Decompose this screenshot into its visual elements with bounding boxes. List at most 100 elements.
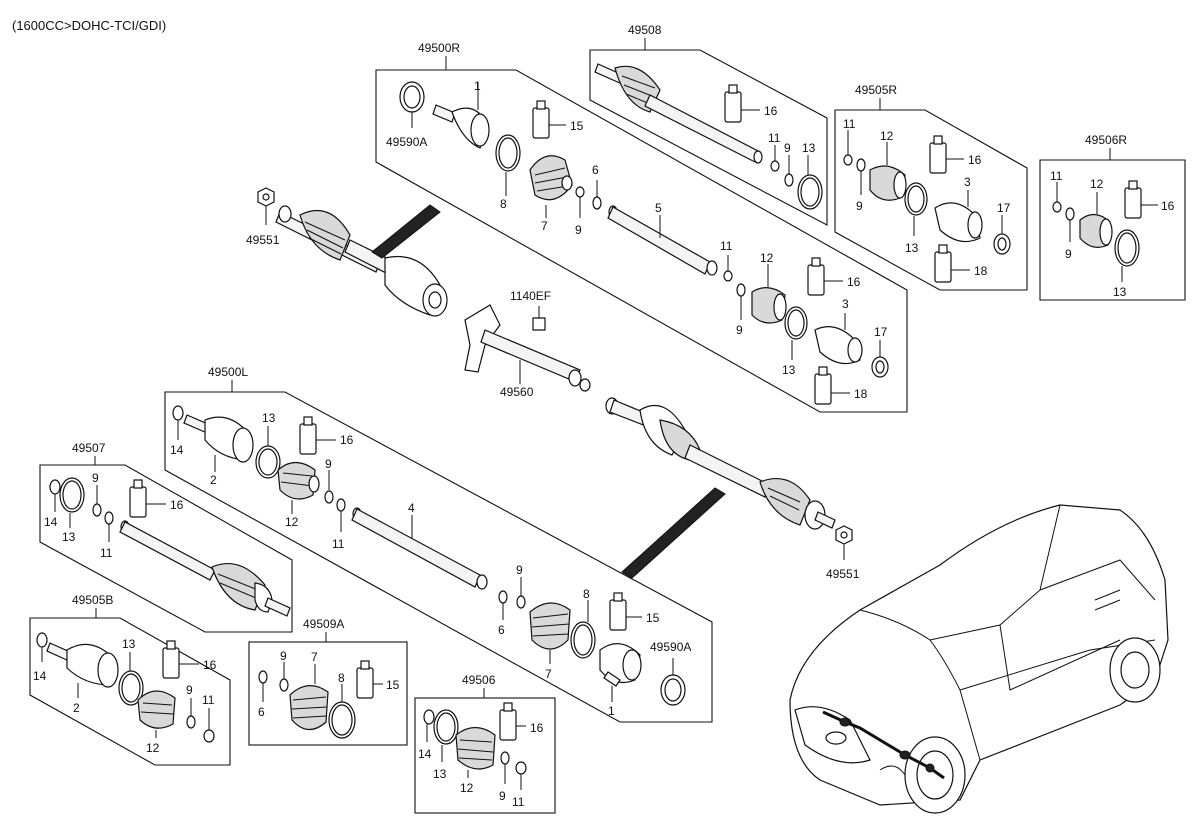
svg-text:4: 4 <box>408 501 415 515</box>
svg-text:15: 15 <box>646 611 660 625</box>
band-16-49506: 16 <box>499 702 544 741</box>
svg-text:13: 13 <box>782 363 796 377</box>
svg-text:12: 12 <box>285 515 299 529</box>
clamp-13-49506: 13 <box>433 709 459 781</box>
svg-text:13: 13 <box>1113 285 1127 299</box>
frame-49505R <box>834 109 1028 291</box>
engine-note: (1600CC>DOHC-TCI/GDI) <box>12 18 166 33</box>
svg-text:49509A: 49509A <box>303 617 344 631</box>
svg-text:49506: 49506 <box>462 673 496 687</box>
housing-3-49505R: 3 <box>934 175 983 243</box>
band-16-49508: 16 <box>724 84 778 123</box>
ring-9-upper-a: 9 <box>575 186 585 237</box>
clamp-8-upper: 8 <box>495 134 521 211</box>
drive-shaft-lower <box>605 397 836 530</box>
svg-text:6: 6 <box>258 705 265 719</box>
clamp-13-upper: 13 <box>782 306 808 377</box>
band-16-49500L: 16 <box>299 416 354 455</box>
boot-12-49506: 12 <box>455 726 496 795</box>
svg-text:11: 11 <box>202 693 215 707</box>
frame-49505B <box>29 617 231 766</box>
svg-text:16: 16 <box>340 433 354 447</box>
header-49505R: 49505R <box>855 83 897 110</box>
clamp-13-49506R: 13 <box>1113 229 1140 299</box>
frame-49500L <box>164 391 713 723</box>
bolt-1140EF: 1140EF <box>510 289 551 331</box>
svg-text:8: 8 <box>583 587 590 601</box>
vehicle-illustration <box>789 504 1169 814</box>
svg-text:9: 9 <box>186 683 193 697</box>
ring-9-49508: 9 <box>784 141 794 187</box>
header-49500L: 49500L <box>208 365 248 392</box>
svg-text:14: 14 <box>33 669 47 683</box>
housing-3-upper: 3 <box>814 297 863 365</box>
clamp-13-49505R: 13 <box>904 182 928 255</box>
svg-text:16: 16 <box>530 721 544 735</box>
band-16-49505B: 16 <box>162 640 217 679</box>
band-16-49505R: 16 <box>929 135 982 174</box>
seal-17-upper: 17 <box>871 325 889 378</box>
shaft-5: 5 <box>607 201 718 276</box>
svg-text:15: 15 <box>570 119 584 133</box>
svg-text:11: 11 <box>720 239 733 253</box>
svg-text:17: 17 <box>874 325 888 339</box>
drive-shaft-upper <box>275 205 448 317</box>
svg-text:12: 12 <box>880 129 894 143</box>
ring-49590A-upper: 49590A <box>386 81 427 149</box>
cv-joint-1-upper: 1 <box>432 79 490 149</box>
header-49507: 49507 <box>72 441 106 465</box>
ring-9-49500L-a: 9 <box>324 457 334 504</box>
svg-text:9: 9 <box>856 199 863 213</box>
bracket-49560: 49560 <box>464 304 591 399</box>
ring-11-49506R: 11 <box>1050 169 1063 213</box>
svg-text:9: 9 <box>92 471 99 485</box>
svg-text:16: 16 <box>968 153 982 167</box>
ring-6-upper: 6 <box>592 163 602 210</box>
cv-joint-1-49500L: 1 <box>599 643 642 718</box>
band-16-upper: 16 <box>807 257 861 296</box>
svg-text:3: 3 <box>964 175 971 189</box>
svg-text:9: 9 <box>280 649 287 663</box>
svg-text:17: 17 <box>997 201 1011 215</box>
svg-text:49505B: 49505B <box>72 593 113 607</box>
shaft-49508 <box>594 63 763 164</box>
svg-text:7: 7 <box>541 219 548 233</box>
frame-49509A <box>248 641 408 746</box>
svg-text:2: 2 <box>73 701 80 715</box>
svg-text:9: 9 <box>325 457 332 471</box>
ring-14-49506: 14 <box>418 709 435 761</box>
svg-text:9: 9 <box>499 789 506 803</box>
frame-49508 <box>589 49 828 226</box>
frame-49507 <box>39 464 293 633</box>
boot-7-49509A: 7 <box>289 650 329 731</box>
svg-text:49505R: 49505R <box>855 83 897 97</box>
svg-text:3: 3 <box>842 297 849 311</box>
svg-text:49500L: 49500L <box>208 365 248 379</box>
svg-text:49590A: 49590A <box>650 640 691 654</box>
band-16-49507: 16 <box>129 479 184 518</box>
ring-11-49507: 11 <box>100 511 114 560</box>
seal-17-49505R: 17 <box>993 201 1011 255</box>
svg-text:11: 11 <box>843 117 856 131</box>
svg-text:18: 18 <box>854 387 868 401</box>
band-15-49500L: 15 <box>609 592 660 631</box>
svg-text:6: 6 <box>592 163 599 177</box>
svg-text:2: 2 <box>210 473 217 487</box>
svg-text:1140EF: 1140EF <box>510 289 551 303</box>
clamp-8-49509A: 8 <box>328 671 356 739</box>
ring-9-49509A: 9 <box>279 649 289 692</box>
svg-text:9: 9 <box>516 563 523 577</box>
svg-text:18: 18 <box>974 264 988 278</box>
svg-text:12: 12 <box>460 781 474 795</box>
ring-9-49506: 9 <box>499 751 510 803</box>
header-49506R: 49506R <box>1085 133 1127 160</box>
svg-text:13: 13 <box>62 530 76 544</box>
ring-9-upper-b: 9 <box>736 283 746 337</box>
svg-text:13: 13 <box>433 767 447 781</box>
ring-11-49500L: 11 <box>332 498 346 551</box>
svg-text:16: 16 <box>847 275 861 289</box>
ring-9-49505R: 9 <box>856 158 866 213</box>
clamp-8-49500L: 8 <box>570 587 596 659</box>
ring-11-49506: 11 <box>512 761 527 809</box>
